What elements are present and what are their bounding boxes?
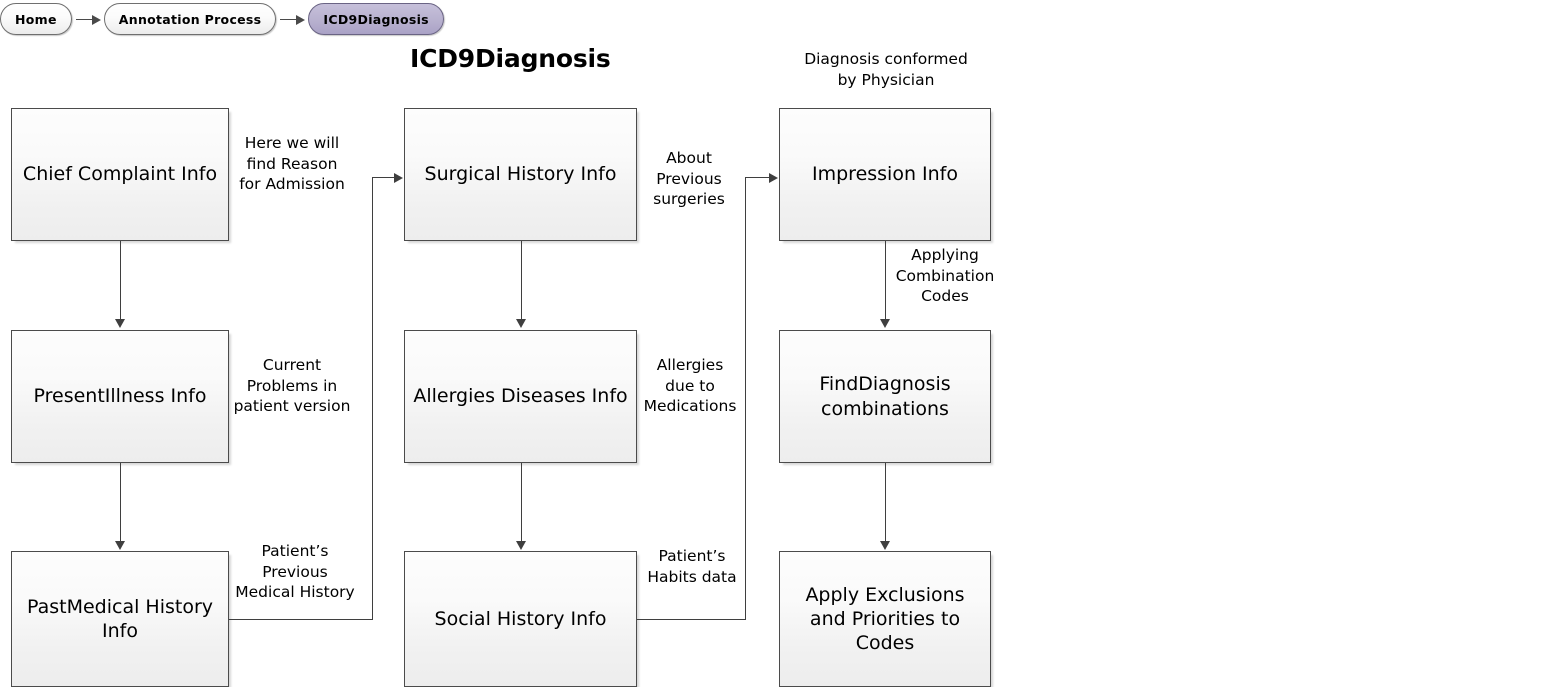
node-impression-info[interactable]: Impression Info (779, 108, 991, 241)
node-label: Impression Info (812, 163, 958, 186)
breadcrumb: Home Annotation Process ICD9Diagnosis (0, 0, 444, 38)
arrow-down-icon (115, 541, 125, 550)
node-label: Social History Info (434, 607, 607, 630)
connector-chief-to-present (119, 241, 121, 321)
connector-finddiagnosis-to-apply (884, 463, 886, 543)
breadcrumb-item-label: Home (15, 11, 57, 27)
breadcrumb-item-icd9diagnosis[interactable]: ICD9Diagnosis (308, 3, 444, 35)
node-label: Chief Complaint Info (22, 163, 218, 186)
edge-label-allergies: Allergies due to Medications (643, 356, 737, 416)
node-allergies-diseases-info[interactable]: Allergies Diseases Info (404, 330, 637, 463)
arrow-down-icon (880, 319, 890, 328)
edge-label-surgical-history: About Previous surgeries (653, 149, 725, 209)
connector-impression-to-finddiagnosis (884, 241, 886, 321)
edge-label-applying-combination-codes: Applying Combination Codes (895, 246, 995, 306)
connector-pastmedical-up (371, 177, 373, 620)
arrow-down-icon (115, 319, 125, 328)
edge-label-social-history: Patient’s Habits data (647, 547, 737, 586)
arrow-right-icon (769, 172, 778, 183)
connector-allergies-to-social (520, 463, 522, 543)
connector-surgical-to-allergies (520, 241, 522, 321)
breadcrumb-item-annotation-process[interactable]: Annotation Process (103, 3, 277, 35)
node-label: PastMedical History Info (26, 595, 214, 642)
connector-present-to-pastmedical (119, 463, 121, 543)
connector-into-impression (744, 177, 771, 179)
node-label: Apply Exclusions and Priorities to Codes (805, 583, 965, 655)
arrow-right-icon (276, 13, 308, 25)
node-surgical-history-info[interactable]: Surgical History Info (404, 108, 637, 241)
node-label: Surgical History Info (424, 163, 617, 186)
edge-label-diagnosis-conformed: Diagnosis conformed by Physician (804, 50, 968, 89)
arrow-down-icon (516, 541, 526, 550)
node-chief-complaint-info[interactable]: Chief Complaint Info (11, 108, 229, 241)
edge-label-chief-complaint: Here we will find Reason for Admission (239, 134, 345, 194)
edge-label-past-medical: Patient’s Previous Medical History (235, 542, 355, 602)
page-title: ICD9Diagnosis (410, 44, 611, 73)
node-past-medical-history-info[interactable]: PastMedical History Info (11, 551, 229, 687)
connector-pastmedical-right (229, 619, 373, 621)
connector-social-up (744, 177, 746, 620)
node-apply-exclusions-priorities[interactable]: Apply Exclusions and Priorities to Codes (779, 551, 991, 687)
arrow-down-icon (880, 541, 890, 550)
arrow-right-icon (394, 172, 403, 183)
node-label: FindDiagnosis combinations (819, 373, 951, 420)
node-label: PresentIllness Info (33, 385, 207, 408)
arrow-down-icon (516, 319, 526, 328)
edge-label-present-illness: Current Problems in patient version (233, 356, 351, 416)
breadcrumb-item-home[interactable]: Home (0, 3, 72, 35)
node-present-illness-info[interactable]: PresentIllness Info (11, 330, 229, 463)
node-social-history-info[interactable]: Social History Info (404, 551, 637, 687)
arrow-right-icon (72, 13, 104, 25)
node-find-diagnosis-combinations[interactable]: FindDiagnosis combinations (779, 330, 991, 463)
connector-social-right (637, 619, 746, 621)
breadcrumb-item-label: Annotation Process (118, 11, 262, 27)
node-label: Allergies Diseases Info (413, 385, 628, 408)
connector-into-surgical (371, 177, 396, 179)
breadcrumb-item-label: ICD9Diagnosis (323, 11, 429, 27)
